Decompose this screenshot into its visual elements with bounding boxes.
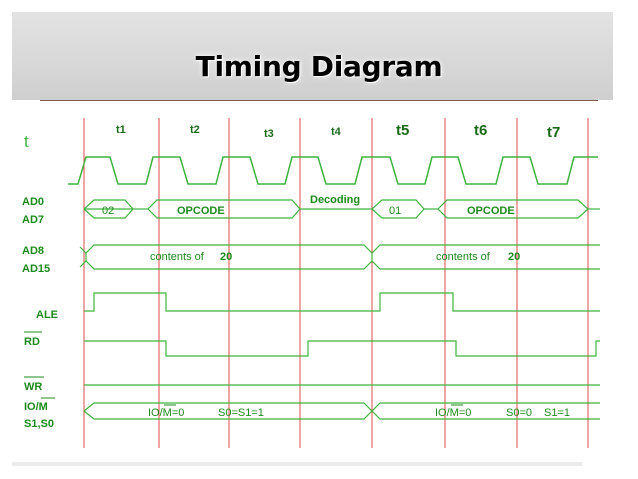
bus-value-decoding: Decoding	[310, 194, 360, 206]
signal-label-s1s0: S1,S0	[24, 418, 54, 430]
contents1-value: 20	[220, 251, 232, 263]
signal-label-ad7: AD7	[22, 214, 44, 226]
state-label-t3: t3	[264, 128, 274, 140]
state-label-t4: t4	[331, 126, 342, 138]
status-bus	[83, 402, 600, 420]
contents2-value: 20	[508, 251, 520, 263]
clock-waveform	[68, 156, 598, 185]
signal-label-iom: IO/M	[24, 401, 48, 413]
state-label-t6: t6	[474, 122, 487, 139]
status2-iom: IO/M=0	[435, 407, 471, 419]
state-label-t2: t2	[190, 124, 200, 136]
signal-label-ale: ALE	[36, 309, 58, 321]
ad8-ad15-bus	[79, 244, 600, 270]
state-label-t1: t1	[116, 124, 126, 136]
bus-value-opcode2: OPCODE	[467, 205, 515, 217]
state-label-t5: t5	[396, 122, 409, 139]
contents1-prefix: contents of	[150, 251, 205, 263]
active-low-overbars	[24, 331, 55, 399]
signal-label-rd: RD	[24, 336, 40, 348]
status2-s0: S0=0	[506, 407, 532, 419]
title-band	[12, 12, 613, 100]
bottom-band	[12, 462, 582, 466]
signal-label-ad8: AD8	[22, 245, 44, 257]
clock-label: t	[24, 132, 29, 151]
signal-label-ad15: AD15	[22, 263, 50, 275]
bus-value-opcode1: OPCODE	[177, 205, 225, 217]
rd-waveform	[84, 340, 600, 357]
title-rule	[40, 100, 598, 101]
page-title: Timing Diagram	[195, 50, 443, 83]
signal-label-wr: WR	[24, 381, 42, 393]
state-markers	[83, 118, 589, 448]
status1-iom: IO/M=0	[148, 407, 184, 419]
contents2-prefix: contents of	[436, 251, 491, 263]
state-label-t7: t7	[547, 124, 560, 141]
ale-waveform	[84, 292, 600, 312]
signal-label-ad0: AD0	[22, 196, 44, 208]
bus-value-addr1: 02	[102, 205, 114, 217]
bus-value-addr2: 01	[389, 205, 401, 217]
status2-s1: S1=1	[544, 407, 570, 419]
status1-s: S0=S1=1	[218, 407, 264, 419]
ad0-ad7-bus	[83, 199, 600, 219]
